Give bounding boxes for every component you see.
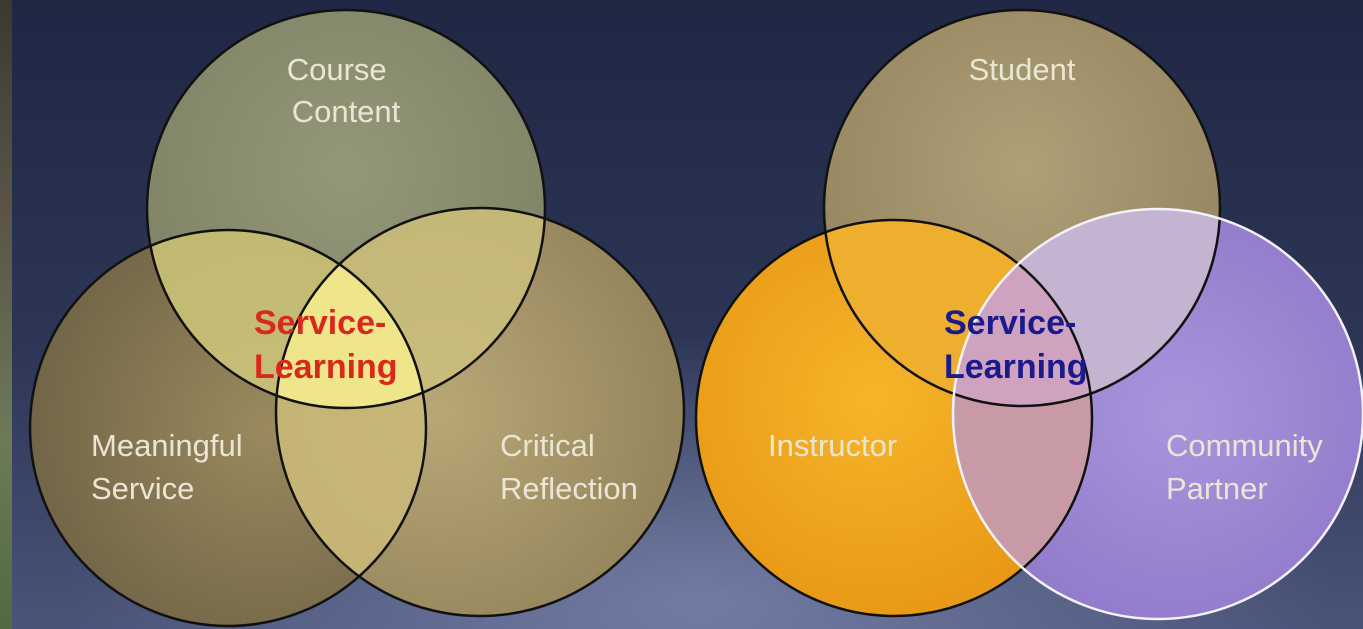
meaningful-service-label: Meaningful Service <box>91 428 251 506</box>
right-center-overlap <box>953 220 1092 406</box>
right-venn: Student Instructor Community Partner Ser… <box>694 8 1363 621</box>
center-overlap <box>276 230 426 408</box>
left-venn: Course Content Meaningful Service Critic… <box>28 8 686 628</box>
service-learning-center-label-right: Service- Learning <box>944 304 1088 386</box>
course-content-label: Course Content <box>287 52 401 129</box>
instructor-label: Instructor <box>768 428 897 463</box>
background-photo-edge <box>0 0 12 629</box>
community-partner-label: Community Partner <box>1166 428 1331 506</box>
critical-reflection-label: Critical Reflection <box>500 428 638 506</box>
service-learning-center-label: Service- Learning <box>254 304 398 386</box>
student-label: Student <box>969 52 1076 87</box>
